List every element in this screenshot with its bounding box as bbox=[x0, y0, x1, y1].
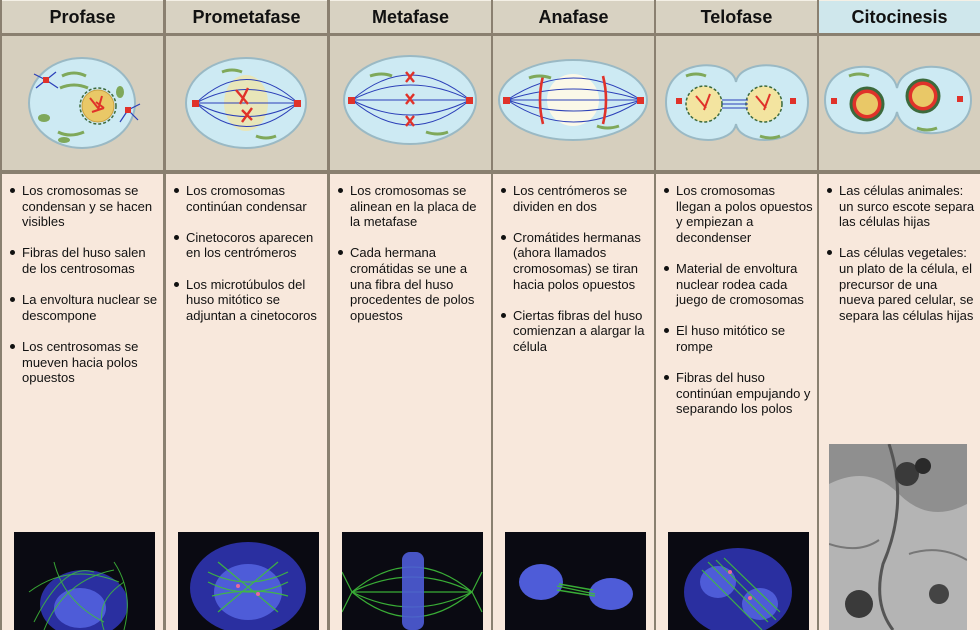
micrograph-profase bbox=[14, 532, 155, 630]
column-anafase: Anafase Los centrómeros se dividen en do… bbox=[493, 0, 654, 630]
phase-point: Los cromosomas se alinean en la placa de… bbox=[338, 183, 487, 230]
phase-body-citocinesis: Las células animales: un surco escote se… bbox=[819, 174, 980, 630]
phase-point: Los microtúbulos del huso mitótico se ad… bbox=[174, 277, 323, 324]
phase-points-telofase: Los cromosomas llegan a polos opuestos y… bbox=[656, 174, 817, 417]
cell-illustration-citocinesis bbox=[819, 36, 980, 170]
phase-header-profase: Profase bbox=[2, 0, 163, 33]
phase-header-anafase: Anafase bbox=[493, 0, 654, 33]
cell-illustration-anafase bbox=[493, 36, 654, 170]
phase-point: La envoltura nuclear se descompone bbox=[10, 292, 158, 323]
phase-point: Los cromosomas continúan condensar bbox=[174, 183, 323, 214]
micrograph-anafase bbox=[505, 532, 646, 630]
cell-illustration-telofase bbox=[656, 36, 817, 170]
column-prometafase: Prometafase Los cromosomas continúan con… bbox=[166, 0, 327, 630]
column-metafase: Metafase Los cromosomas se alinean en la… bbox=[330, 0, 491, 630]
column-citocinesis: Citocinesis Las células animales: un sur… bbox=[819, 0, 980, 630]
phase-point: Cromátides hermanas (ahora llamados crom… bbox=[501, 230, 650, 292]
phase-point: Cada hermana cromátidas se une a una fib… bbox=[338, 245, 487, 323]
phase-body-prometafase: Los cromosomas continúan condensar Cinet… bbox=[166, 174, 327, 630]
phase-point: Los cromosomas se condensan y se hacen v… bbox=[10, 183, 159, 230]
phase-header-prometafase: Prometafase bbox=[166, 0, 327, 33]
phase-point: Las células vegetales: un plato de la cé… bbox=[827, 245, 976, 323]
phase-point: Fibras del huso salen de los centrosomas bbox=[10, 245, 159, 276]
phase-point: Ciertas fibras del huso comienzan a alar… bbox=[501, 308, 650, 355]
micrograph-prometafase bbox=[178, 532, 319, 630]
phase-points-anafase: Los centrómeros se dividen en dos Cromát… bbox=[493, 174, 654, 355]
micrograph-telofase bbox=[668, 532, 809, 630]
phase-point: Las células animales: un surco escote se… bbox=[827, 183, 975, 230]
phase-body-metafase: Los cromosomas se alinean en la placa de… bbox=[330, 174, 491, 630]
column-telofase: Telofase Los cromosomas llegan a polos o… bbox=[656, 0, 817, 630]
phase-point: Los centrómeros se dividen en dos bbox=[501, 183, 650, 214]
phase-points-prometafase: Los cromosomas continúan condensar Cinet… bbox=[166, 174, 327, 323]
phase-points-citocinesis: Las células animales: un surco escote se… bbox=[819, 174, 980, 323]
phase-header-citocinesis: Citocinesis bbox=[819, 0, 980, 33]
phase-point: Fibras del huso continúan empujando y se… bbox=[664, 370, 813, 417]
phase-body-profase: Los cromosomas se condensan y se hacen v… bbox=[2, 174, 163, 630]
phase-point: Los cromosomas llegan a polos opuestos y… bbox=[664, 183, 813, 245]
electron-micrograph-citocinesis bbox=[829, 444, 967, 630]
phase-body-anafase: Los centrómeros se dividen en dos Cromát… bbox=[493, 174, 654, 630]
phase-point: Material de envoltura nuclear rodea cada… bbox=[664, 261, 813, 308]
phase-header-telofase: Telofase bbox=[656, 0, 817, 33]
phase-point: Los centrosomas se mueven hacia polos op… bbox=[10, 339, 159, 386]
phase-points-metafase: Los cromosomas se alinean en la placa de… bbox=[330, 174, 491, 323]
phase-point: El huso mitótico se rompe bbox=[664, 323, 813, 354]
phase-body-telofase: Los cromosomas llegan a polos opuestos y… bbox=[656, 174, 817, 630]
phase-points-profase: Los cromosomas se condensan y se hacen v… bbox=[2, 174, 163, 386]
column-profase: Profase Los cromosomas se bbox=[2, 0, 163, 630]
cell-illustration-profase bbox=[2, 36, 163, 170]
phase-point: Cinetocoros aparecen en los centrómeros bbox=[174, 230, 323, 261]
cell-illustration-metafase bbox=[330, 36, 491, 170]
cell-illustration-prometafase bbox=[166, 36, 327, 170]
phase-header-metafase: Metafase bbox=[330, 0, 491, 33]
micrograph-metafase bbox=[342, 532, 483, 630]
